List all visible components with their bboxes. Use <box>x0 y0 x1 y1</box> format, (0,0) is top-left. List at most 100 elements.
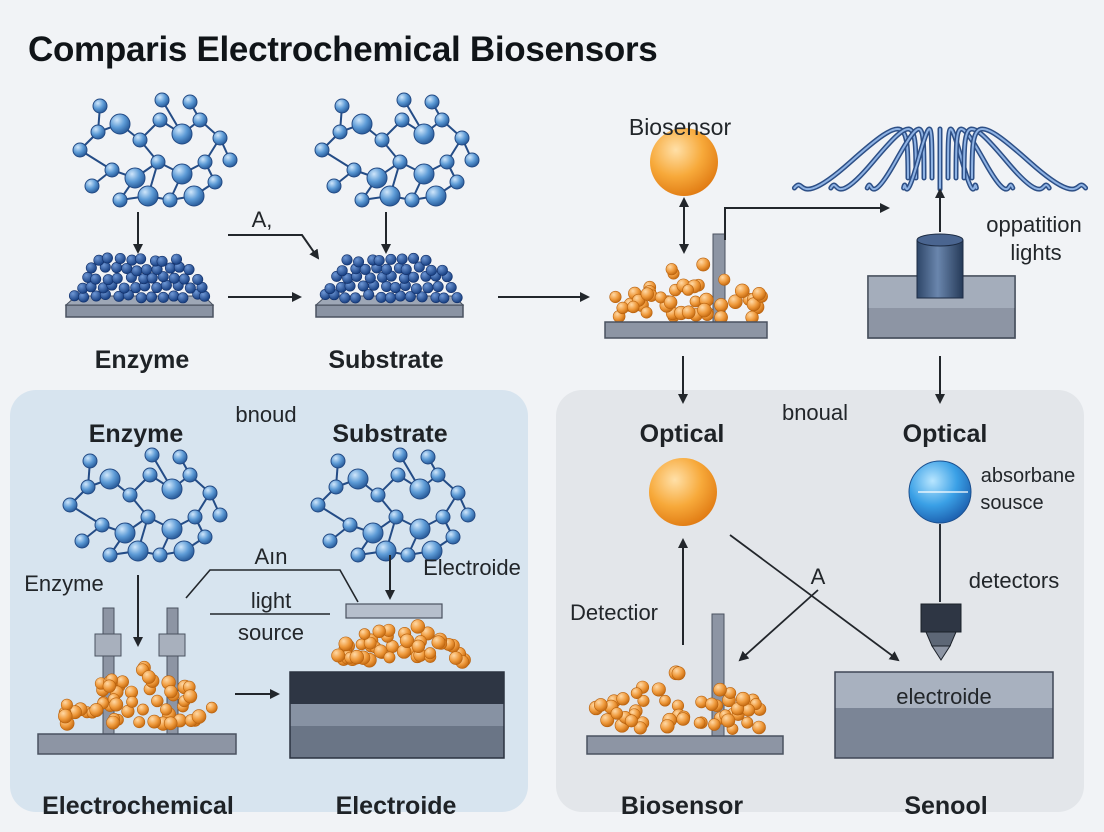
light-fiber-highlight <box>963 128 1051 191</box>
molecule-atom <box>197 529 213 545</box>
enzyme-particle <box>130 282 142 294</box>
orange-particle <box>640 306 653 319</box>
electrode-plate <box>345 603 443 619</box>
orange-particle <box>663 295 678 310</box>
orange-particle <box>741 716 754 729</box>
molecule-atom <box>332 124 348 140</box>
orange-particle <box>89 703 104 718</box>
label-arrow-a-top: A, <box>251 207 273 232</box>
molecule-atom <box>202 485 218 501</box>
orange-particle <box>721 713 736 728</box>
enzyme-particle <box>375 291 387 303</box>
label-bnoud: bnoud <box>235 402 297 427</box>
enzyme-particle <box>357 280 369 292</box>
orange-particle <box>735 691 751 707</box>
molecule-atom <box>375 540 397 562</box>
enzyme-particle <box>413 261 425 273</box>
substrate-particles-panel <box>331 619 471 669</box>
label-electroide-box: electroide <box>896 684 992 709</box>
orange-particle <box>665 263 678 276</box>
orange-particle <box>141 670 156 684</box>
molecule-atom <box>162 192 178 208</box>
molecule-atom <box>404 192 420 208</box>
molecule-atom <box>346 162 362 178</box>
biosensor-particles-top <box>609 257 768 325</box>
molecule-atom <box>150 154 166 170</box>
electrode-block <box>289 671 505 759</box>
orange-particle <box>126 695 139 708</box>
light-fiber-highlight <box>955 128 1014 191</box>
orange-particle <box>338 636 354 652</box>
label-enzyme-panel: Enzyme <box>88 420 184 448</box>
orange-particle <box>358 628 371 640</box>
molecule-atom <box>314 142 330 158</box>
molecule-atom <box>354 192 370 208</box>
molecule-atom <box>326 178 342 194</box>
orange-particle <box>372 624 386 639</box>
molecule-atom <box>449 174 465 190</box>
orange-particle <box>752 286 766 301</box>
orange-particle <box>671 666 686 681</box>
label-ain: Aın <box>254 544 288 569</box>
enzyme-particle <box>420 254 432 266</box>
enzyme-particle <box>178 273 190 285</box>
orange-particle <box>633 721 647 735</box>
molecule-atom <box>379 185 401 207</box>
molecule-atom <box>370 487 386 503</box>
label-electroide-panel: Electroide <box>423 555 521 580</box>
biosensor-platform-top <box>604 321 768 339</box>
light-fibers-icon <box>791 126 1089 192</box>
orange-particle <box>191 709 207 724</box>
enzyme-particle <box>363 289 375 301</box>
label-oppatition: oppatition <box>986 212 1082 237</box>
orange-particle <box>640 287 654 301</box>
label-electrochemical: Electrochemical <box>42 792 234 820</box>
orange-particle <box>705 697 719 711</box>
label-optical-left: Optical <box>639 420 725 448</box>
orange-particle <box>183 689 198 704</box>
enzyme-particle <box>145 291 157 303</box>
enzyme-particle <box>183 264 195 276</box>
label-electroide-bottom: Electroide <box>335 792 457 820</box>
label-enzyme-side: Enzyme <box>24 571 104 596</box>
molecule-atom <box>84 178 100 194</box>
enzyme-particle <box>111 272 123 284</box>
molecule-atom <box>72 142 88 158</box>
orange-particle <box>383 651 396 664</box>
molecule-atom <box>152 112 168 128</box>
molecule-atom <box>388 509 404 525</box>
molecule-atom <box>222 152 238 168</box>
substrate-molecule-top <box>314 92 480 208</box>
molecule-atom <box>392 447 408 463</box>
molecule-atom <box>435 509 451 525</box>
enzyme-particle <box>146 272 158 284</box>
molecule-atom <box>413 163 435 185</box>
molecule-atom <box>127 540 149 562</box>
molecule-atom <box>122 487 138 503</box>
molecule-atom <box>183 185 205 207</box>
orange-particle <box>616 692 630 706</box>
orange-particle <box>164 684 178 699</box>
molecule-atom <box>207 174 223 190</box>
molecule-atom <box>132 132 148 148</box>
electrode-posts <box>94 607 186 737</box>
label-sousce: sousce <box>980 492 1044 514</box>
molecule-atom <box>322 533 338 549</box>
enzyme-particle <box>192 273 204 285</box>
orange-particle <box>449 651 463 665</box>
enzyme-particle <box>408 252 420 264</box>
molecule-atom <box>94 517 110 533</box>
enzyme-particle <box>425 264 437 276</box>
orange-particle <box>349 649 364 665</box>
enzyme-particle <box>135 292 147 304</box>
orange-particle <box>163 716 178 731</box>
molecule-atom <box>362 522 384 544</box>
enzyme-particle <box>364 272 376 284</box>
molecule-atom <box>161 478 183 500</box>
orange-particle <box>109 697 124 712</box>
label-source: source <box>237 620 305 645</box>
label-enzyme-top: Enzyme <box>94 346 190 374</box>
enzyme-particle <box>68 290 80 302</box>
label-senool: Senool <box>904 792 988 820</box>
orange-particle <box>363 636 377 650</box>
